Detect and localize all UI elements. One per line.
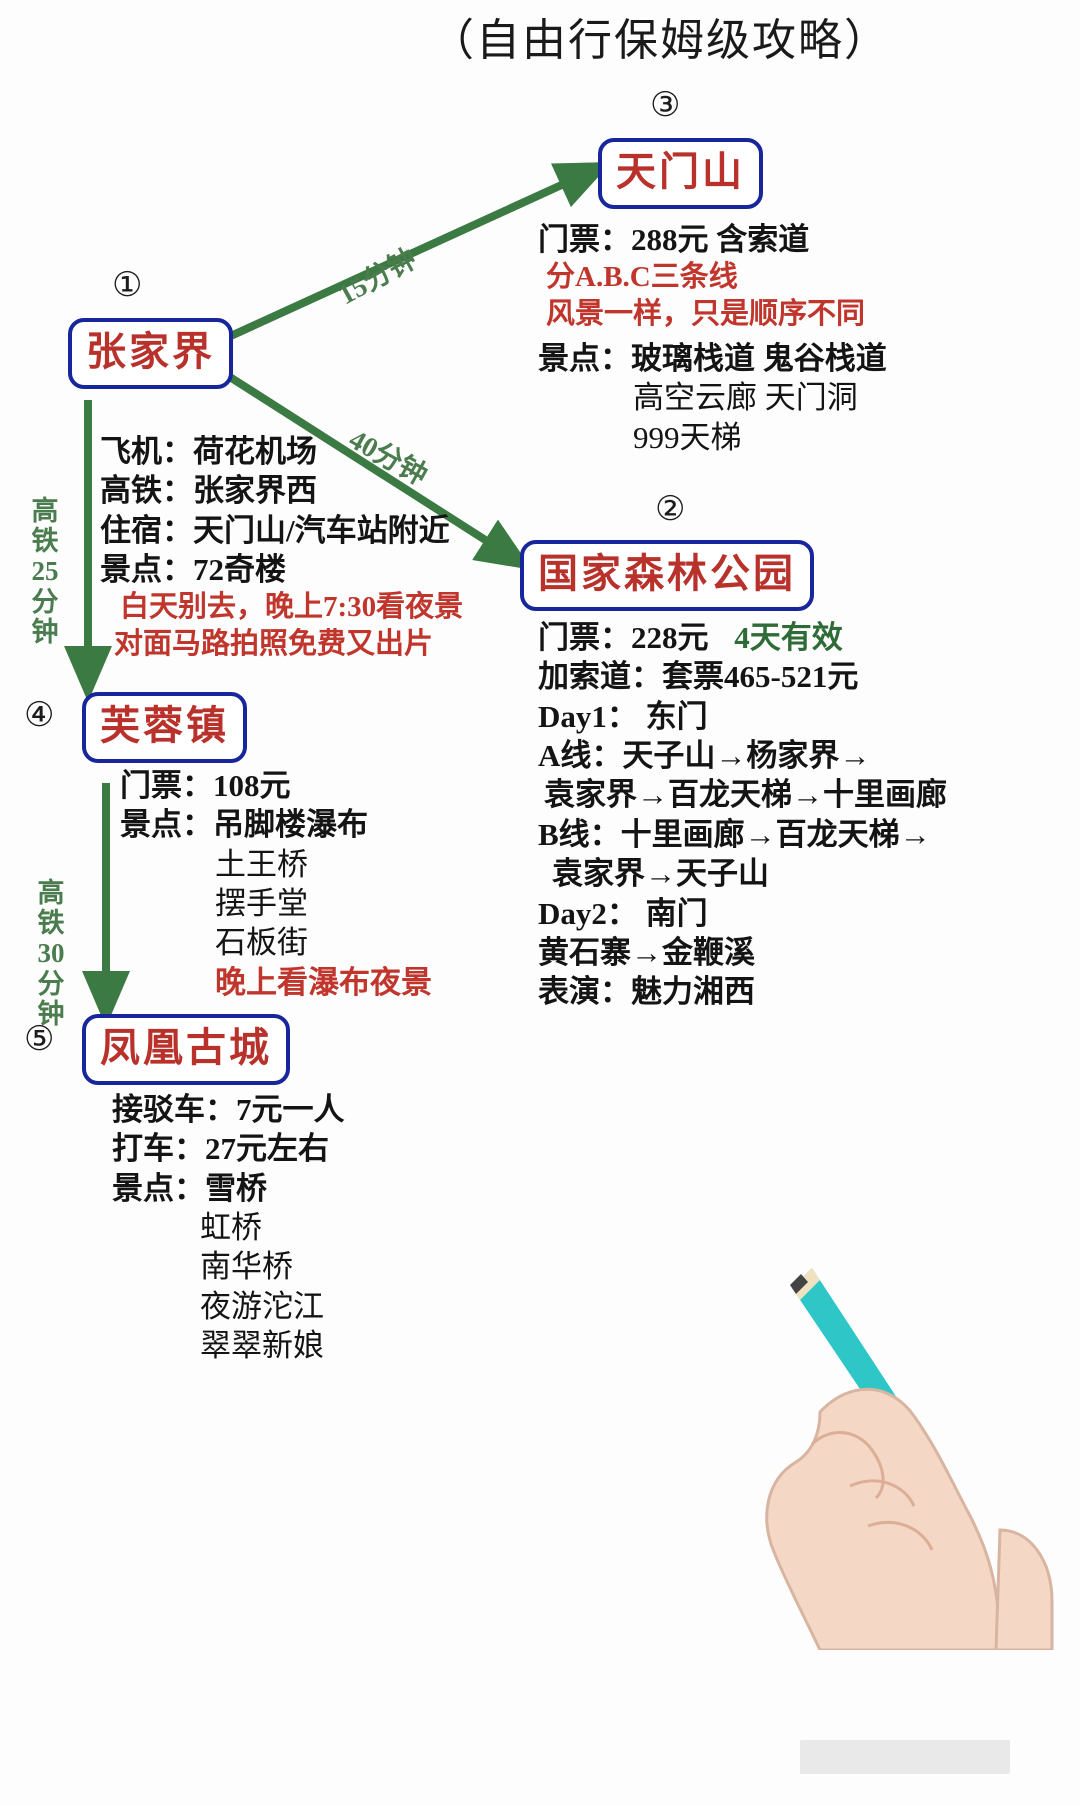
detail-line: 门票：228元 4天有效 <box>538 618 947 657</box>
fenghuang-details: 接驳车：7元一人 打车：27元左右 景点：雪桥 虹桥 南华桥 夜游沱江 翠翠新娘 <box>112 1090 345 1366</box>
detail-line: 黄石寨→金鞭溪 <box>538 934 755 970</box>
edge-label-furongzhen-fenghuang: 高铁 30分 钟 <box>28 878 74 1029</box>
hand-shape <box>765 1387 1054 1652</box>
step-number-zhangjiajie: ① <box>112 265 143 305</box>
node-tianmenshan[interactable]: 天门山 <box>598 138 763 209</box>
detail-line: 南华桥 <box>200 1249 293 1285</box>
detail-note: 对面马路拍照免费又出片 <box>114 628 434 661</box>
edge-label-line: 25分 <box>31 556 59 617</box>
detail-text: 门票：228元 <box>538 620 709 655</box>
node-forestpark[interactable]: 国家森林公园 <box>520 540 814 611</box>
detail-line: 打车：27元左右 <box>112 1131 329 1167</box>
detail-line: 加索道：套票465-521元 <box>538 659 859 695</box>
detail-line: 摆手堂 <box>215 886 308 922</box>
detail-line: 高铁：张家界西 <box>100 473 317 509</box>
step-number-forestpark: ② <box>655 489 686 529</box>
forestpark-details: 门票：228元 4天有效 加索道：套票465-521元 Day1： 东门 A线：… <box>538 618 947 1012</box>
detail-line: 景点：72奇楼 <box>100 552 286 588</box>
hand-with-pencil-illustration <box>700 1230 1080 1652</box>
edge-label-line: 30分 <box>37 938 65 999</box>
step-number-furongzhen: ④ <box>24 695 55 735</box>
detail-line: 景点：吊脚楼瀑布 <box>120 807 368 843</box>
node-fenghuang[interactable]: 凤凰古城 <box>82 1014 290 1085</box>
edge-label-line: 钟 <box>31 616 59 647</box>
detail-badge: 4天有效 <box>734 620 843 655</box>
detail-line: 翠翠新娘 <box>200 1328 324 1364</box>
detail-line: 夜游沱江 <box>200 1288 324 1324</box>
watermark-strip <box>800 1740 1010 1774</box>
detail-line: 接驳车：7元一人 <box>112 1092 345 1127</box>
detail-line: 门票：108元 <box>120 768 291 803</box>
detail-line: 高空云廊 天门洞 <box>633 380 858 416</box>
detail-line: 表演：魅力湘西 <box>538 974 755 1010</box>
detail-line: 石板街 <box>215 925 308 961</box>
detail-line: 袁家界→百龙天梯→十里画廊 <box>544 777 947 813</box>
detail-line: A线：天子山→杨家界→ <box>538 738 871 774</box>
node-zhangjiajie[interactable]: 张家界 <box>68 318 233 389</box>
step-number-fenghuang: ⑤ <box>24 1019 55 1059</box>
edge-label-line: 高铁 <box>31 496 59 557</box>
detail-line: 景点：玻璃栈道 鬼谷栈道 <box>538 341 887 377</box>
detail-note: 晚上看瀑布夜景 <box>215 964 432 1000</box>
hand-icon <box>765 1268 1054 1652</box>
detail-line: Day1： 东门 <box>538 698 708 734</box>
detail-note: 分A.B.C三条线 <box>546 261 738 294</box>
detail-note: 白天别去，晚上7:30看夜景 <box>120 591 464 624</box>
detail-line: 门票：288元 含索道 <box>538 222 810 257</box>
detail-line: 虹桥 <box>200 1210 262 1246</box>
page-title: （自由行保姆级攻略） <box>430 16 890 65</box>
node-furongzhen[interactable]: 芙蓉镇 <box>82 692 247 763</box>
detail-line: 土王桥 <box>215 846 308 882</box>
tianmenshan-details: 门票：288元 含索道 分A.B.C三条线 风景一样，只是顺序不同 景点：玻璃栈… <box>538 220 887 457</box>
edge-label-line: 高铁 <box>37 878 65 939</box>
detail-line: 999天梯 <box>633 419 742 455</box>
step-number-tianmenshan: ③ <box>650 85 681 125</box>
detail-line: 袁家界→天子山 <box>552 856 769 892</box>
edge-label-line: 钟 <box>37 998 65 1029</box>
detail-line: 飞机：荷花机场 <box>100 434 317 469</box>
detail-line: 住宿：天门山/汽车站附近 <box>100 512 450 548</box>
furongzhen-details: 门票：108元 景点：吊脚楼瀑布 土王桥 摆手堂 石板街 晚上看瀑布夜景 <box>120 766 432 1002</box>
edge-label-to-tianmenshan: 15分钟 <box>333 243 422 312</box>
zhangjiajie-details: 飞机：荷花机场 高铁：张家界西 住宿：天门山/汽车站附近 景点：72奇楼 白天别… <box>100 432 463 663</box>
edge-label-zhangjiajie-furongzhen: 高铁 25分 钟 <box>22 496 68 647</box>
detail-line: 景点：雪桥 <box>112 1170 267 1206</box>
detail-line: B线：十里画廊→百龙天梯→ <box>538 816 931 852</box>
detail-note: 风景一样，只是顺序不同 <box>546 298 866 331</box>
detail-line: Day2： 南门 <box>538 895 708 931</box>
